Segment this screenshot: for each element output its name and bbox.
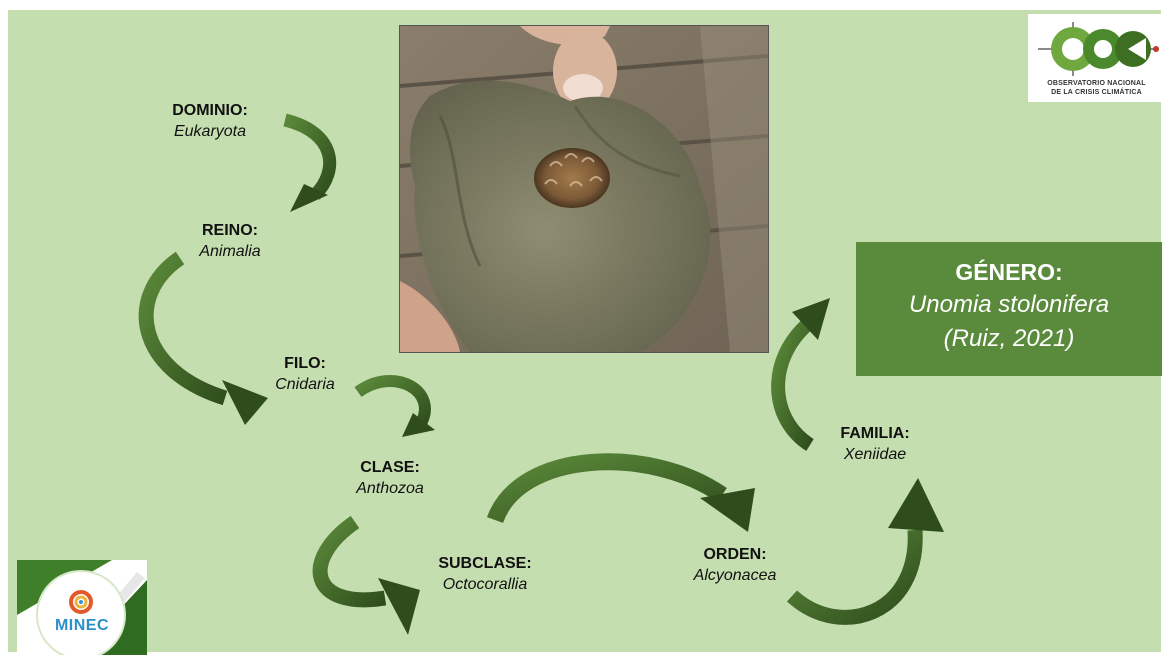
genus-rank-label: GÉNERO: (856, 256, 1162, 288)
rank-label: CLASE: (335, 457, 445, 478)
rank-label: SUBCLASE: (420, 553, 550, 574)
arrow-subclase-orden (495, 462, 755, 532)
minec-logo-text: MINEC (39, 617, 125, 635)
specimen-photo-image (400, 26, 768, 352)
taxon-name: Alcyonacea (680, 565, 790, 586)
arrow-dominio-reino (285, 120, 330, 212)
taxon-name: Eukaryota (145, 121, 275, 142)
occ-logo-line1: OBSERVATORIO NACIONAL (1028, 80, 1165, 87)
taxon-name: Xeniidae (820, 444, 930, 465)
arrow-reino-filo (146, 258, 268, 425)
rank-label: FAMILIA: (820, 423, 930, 444)
taxon-name: Anthozoa (335, 478, 445, 499)
specimen-photo (399, 25, 769, 353)
taxon-name: Octocorallia (420, 574, 550, 595)
genus-authority: (Ruiz, 2021) (856, 322, 1162, 356)
arrow-orden-familia (792, 478, 944, 617)
occ-logo-mark (1028, 14, 1165, 80)
taxon-clase: CLASE: Anthozoa (335, 457, 445, 499)
arrow-clase-subclase (320, 522, 420, 635)
taxon-dominio: DOMINIO: Eukaryota (145, 100, 275, 142)
genus-box: GÉNERO: Unomia stolonifera (Ruiz, 2021) (856, 242, 1162, 376)
genus-species-name: Unomia stolonifera (856, 288, 1162, 322)
taxon-reino: REINO: Animalia (180, 220, 280, 262)
rank-label: DOMINIO: (145, 100, 275, 121)
taxon-familia: FAMILIA: Xeniidae (820, 423, 930, 465)
taxon-name: Cnidaria (255, 374, 355, 395)
rank-label: FILO: (255, 353, 355, 374)
occ-logo-line2: DE LA CRISIS CLIMÁTICA (1028, 89, 1165, 96)
taxon-orden: ORDEN: Alcyonacea (680, 544, 790, 586)
rank-label: REINO: (180, 220, 280, 241)
occ-logo: OBSERVATORIO NACIONAL DE LA CRISIS CLIMÁ… (1028, 14, 1165, 102)
rank-label: ORDEN: (680, 544, 790, 565)
taxon-name: Animalia (180, 241, 280, 262)
minec-logo-mark (17, 560, 147, 655)
taxon-subclase: SUBCLASE: Octocorallia (420, 553, 550, 595)
arrow-filo-clase (358, 381, 435, 437)
minec-logo: MINEC (17, 560, 147, 655)
taxon-filo: FILO: Cnidaria (255, 353, 355, 395)
